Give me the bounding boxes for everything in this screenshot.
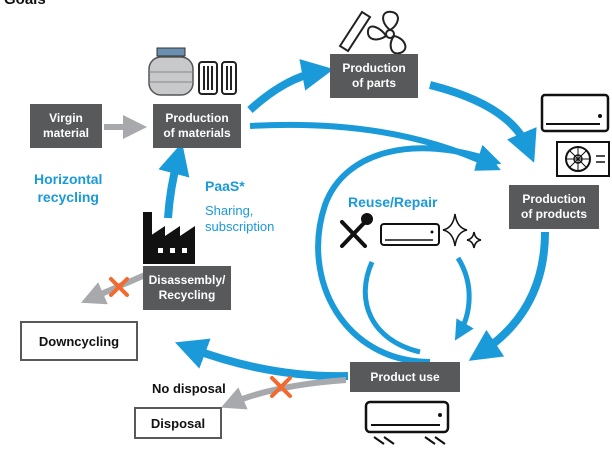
cross-mark-icon <box>270 376 292 398</box>
node-production-of-products: Production of products <box>509 185 599 229</box>
label-paas-detail: Sharing, subscription <box>205 203 275 234</box>
node-disassembly-recycling: Disassembly/ Recycling <box>143 266 231 310</box>
arrow-reuse-outer-loop <box>315 144 502 365</box>
label-reuse-repair: Reuse/Repair <box>348 194 438 210</box>
arrow-reuse-left-loop <box>362 260 421 355</box>
page-title: Goals <box>4 0 46 8</box>
factory-icon <box>143 212 195 264</box>
arrow-reuse-right-loop <box>454 256 474 341</box>
arrow-products-to-use <box>468 231 549 361</box>
node-product-use: Product use <box>350 362 460 392</box>
sparkle-icon <box>442 213 482 249</box>
label-horizontal-recycling: Horizontal recycling <box>34 171 103 205</box>
arrow-use-to-disassembly <box>175 338 349 381</box>
arrow-parts-to-products <box>429 81 537 163</box>
fan-panel-icon <box>556 141 610 177</box>
air-conditioner-icon <box>364 400 450 445</box>
label-no-disposal: No disposal <box>152 381 226 396</box>
node-production-of-parts: Production of parts <box>330 54 418 98</box>
node-downcycling: Downcycling <box>20 321 138 361</box>
material-canisters-icon <box>198 61 237 95</box>
rod-icon <box>338 10 372 53</box>
arrow-disassembly-to-materials <box>158 142 190 219</box>
label-paas: PaaS* <box>205 178 245 194</box>
node-virgin-material: Virgin material <box>30 104 102 148</box>
node-disposal: Disposal <box>134 407 222 439</box>
tools-icon <box>340 213 373 248</box>
arrow-to-disposal <box>220 377 347 410</box>
arrow-materials-to-parts <box>247 59 334 113</box>
air-conditioner-icon <box>380 223 440 246</box>
gas-cylinder-icon <box>148 47 194 96</box>
node-production-of-materials: Production of materials <box>153 104 241 148</box>
cross-mark-icon <box>109 277 129 297</box>
fan-icon <box>366 10 407 55</box>
air-conditioner-icon <box>540 93 610 133</box>
